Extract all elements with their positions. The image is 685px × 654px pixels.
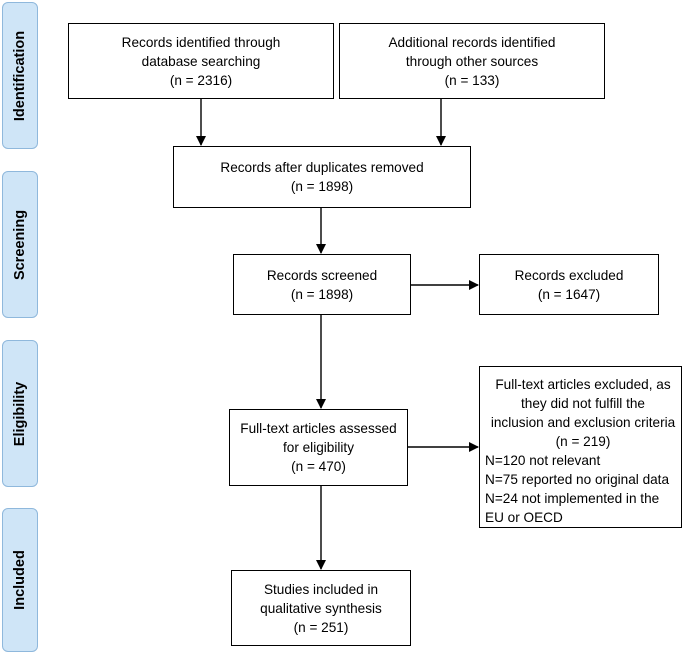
phase-screening: Screening <box>2 171 38 318</box>
box-line: Records excluded <box>514 267 624 283</box>
box-records-excluded: Records excluded (n = 1647) <box>479 254 659 315</box>
box-line: through other sources <box>405 53 539 69</box>
box-line: Studies included in <box>263 581 379 597</box>
box-line: they did not fulfill the <box>521 396 645 411</box>
box-database-searching: Records identified through database sear… <box>68 23 334 99</box>
phase-eligibility: Eligibility <box>2 340 38 487</box>
box-line: (n = 133) <box>444 72 500 88</box>
box-other-sources: Additional records identified through ot… <box>339 23 605 99</box>
exclusion-reason: N=120 not relevant <box>485 453 601 468</box>
phase-included: Included <box>2 508 38 652</box>
box-records-screened: Records screened (n = 1898) <box>233 254 411 315</box>
box-line: (n = 2316) <box>169 72 233 88</box>
box-line: Records identified through <box>121 34 281 50</box>
box-line: qualitative synthesis <box>260 600 382 616</box>
box-line: (n = 1898) <box>290 286 354 302</box>
box-line: Additional records identified <box>388 34 556 50</box>
box-line: (n = 219) <box>555 434 611 449</box>
box-line: (n = 251) <box>293 619 349 635</box>
box-line: Records screened <box>266 267 378 283</box>
box-line: Records after duplicates removed <box>220 160 424 175</box>
box-line: Full-text articles excluded, as <box>495 377 671 392</box>
box-line: Full-text articles assessed <box>240 421 397 436</box>
box-duplicates-removed: Records after duplicates removed (n = 18… <box>173 146 471 208</box>
box-line: (n = 470) <box>291 459 346 474</box>
exclusion-reason: N=24 not implemented in the <box>485 491 660 506</box>
box-line: database searching <box>141 53 261 69</box>
exclusion-reason: N=75 reported no original data <box>485 472 670 487</box>
box-studies-included: Studies included in qualitative synthesi… <box>231 570 411 646</box>
box-fulltext-assessed: Full-text articles assessed for eligibil… <box>229 409 408 486</box>
box-fulltext-excluded: Full-text articles excluded, as they did… <box>479 366 682 528</box>
phase-identification: Identification <box>2 2 38 149</box>
exclusion-reason: EU or OECD <box>485 510 563 525</box>
box-line: for eligibility <box>282 440 354 455</box>
box-line: (n = 1898) <box>290 179 354 194</box>
box-line: inclusion and exclusion criteria <box>490 415 676 430</box>
box-line: (n = 1647) <box>537 286 601 302</box>
